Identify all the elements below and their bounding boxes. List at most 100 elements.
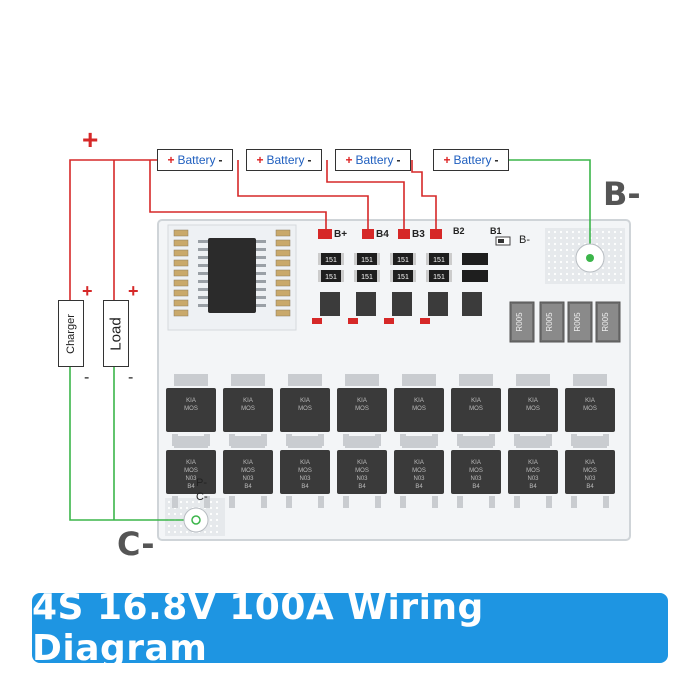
mosfet-mark: MOS [241,406,255,412]
mosfet-mark: MOS [583,468,597,474]
load-label: Load [107,316,125,351]
battery-minus-3: - [396,153,401,167]
load-box: Load [103,300,129,367]
mosfet-mark: MOS [526,468,540,474]
battery-minus-1: - [218,153,223,167]
mosfet-mark: KIA [471,398,481,404]
battery-label-4: + Battery - [433,149,509,171]
resistor-mark: 151 [397,257,409,264]
mosfet-mark: KIA [357,398,367,404]
mosfet-mark: N03 [299,476,311,482]
terminal-points [183,243,605,533]
banner-title: 4S 16.8V 100A Wiring Diagram [32,587,484,669]
mosfet-mark: KIA [243,398,253,404]
battery-plus-3: + [345,153,353,167]
mosfet-mark: MOS [355,468,369,474]
resistor-mark: 151 [361,274,373,281]
mosfet-mark: KIA [300,398,310,404]
pad-p-minus: P- [196,477,207,489]
mosfet-mark: N03 [527,476,539,482]
shunt-mark: R005 [545,312,554,332]
mosfet-mark: MOS [184,406,198,412]
battery-label-3: + Battery - [335,149,411,171]
resistor-mark: 151 [325,274,337,281]
mosfet-mark: B4 [529,484,537,490]
mosfet-mark: KIA [471,460,481,466]
mosfet-mark: KIA [300,460,310,466]
shunt-mark: R005 [515,312,524,332]
charger-label: Charger [65,313,77,354]
mosfet-mark: B4 [472,484,480,490]
mosfet-mark: KIA [186,460,196,466]
mosfet-mark: KIA [243,460,253,466]
mosfet-mark: MOS [526,406,540,412]
mosfet-mark: KIA [528,460,538,466]
mosfet-mark: B4 [586,484,594,490]
battery-plus-4: + [443,153,451,167]
board-pad-labels: B+ B4 B3 B2 B1 B- P- C- [196,226,530,503]
mosfet-mark: KIA [357,460,367,466]
terminal-b-minus-label: B- [603,175,641,213]
mosfet-mark: N03 [242,476,254,482]
mosfet-mark: B4 [187,484,195,490]
mosfet-mark: MOS [184,468,198,474]
battery-plus-1: + [167,153,175,167]
mosfet-mark: N03 [356,476,368,482]
battery-text-3: Battery [355,153,394,167]
battery-minus-2: - [307,153,312,167]
mosfet-mark: KIA [414,398,424,404]
shunt-resistors: R005 R005 R005 R005 [509,301,621,343]
mosfet-mark: B4 [358,484,366,490]
control-ic-area [167,224,297,331]
pad-b4: B4 [376,229,389,240]
pad-b-plus: B+ [334,229,347,240]
resistor-mark: 151 [361,257,373,264]
mosfet-mark: B4 [301,484,309,490]
mosfet-mark: MOS [469,406,483,412]
battery-text-4: Battery [453,153,492,167]
mosfet-mark: N03 [185,476,197,482]
mosfet-mark: KIA [585,460,595,466]
pad-b-minus: B- [519,234,530,246]
control-ic-chip [208,238,256,313]
battery-plus-2: + [256,153,264,167]
load-plus-sign: + [128,281,139,301]
mosfet-mark: MOS [469,468,483,474]
mosfet-mark: N03 [584,476,596,482]
charger-minus-sign: - [84,369,90,386]
mosfet-mark: KIA [186,398,196,404]
mosfet-mark: MOS [583,406,597,412]
title-banner: 4S 16.8V 100A Wiring Diagram [32,587,668,669]
mosfet-mark: N03 [413,476,425,482]
mosfet-mark: MOS [241,468,255,474]
mosfet-mark: KIA [585,398,595,404]
resistor-mark: 151 [397,274,409,281]
terminal-c-minus-label: C- [117,525,155,563]
battery-label-1: + Battery - [157,149,233,171]
resistor-mark: 151 [433,274,445,281]
pad-b3: B3 [412,229,425,240]
mosfet-mark: MOS [412,406,426,412]
resistor-mark: 151 [433,257,445,264]
mosfet-mark: MOS [298,406,312,412]
battery-text-1: Battery [177,153,216,167]
mosfet-mark: MOS [412,468,426,474]
charger-plus-sign: + [82,281,93,301]
mosfet-mark: B4 [415,484,423,490]
battery-text-2: Battery [266,153,305,167]
pad-b1: B1 [490,226,502,236]
main-plus-sign: + [82,124,99,155]
mosfet-mark: MOS [355,406,369,412]
mosfet-row-top: KIA MOS KIA MOS KIA MOS KIA MOS KIA MOS KIA MOS KIA M… [166,374,615,446]
shunt-mark: R005 [573,312,582,332]
pad-b2: B2 [453,226,465,236]
shunt-mark: R005 [601,312,610,332]
pad-c-minus: C- [196,491,208,503]
mosfet-mark: N03 [470,476,482,482]
mosfet-mark: B4 [244,484,252,490]
green-wires [69,159,591,521]
